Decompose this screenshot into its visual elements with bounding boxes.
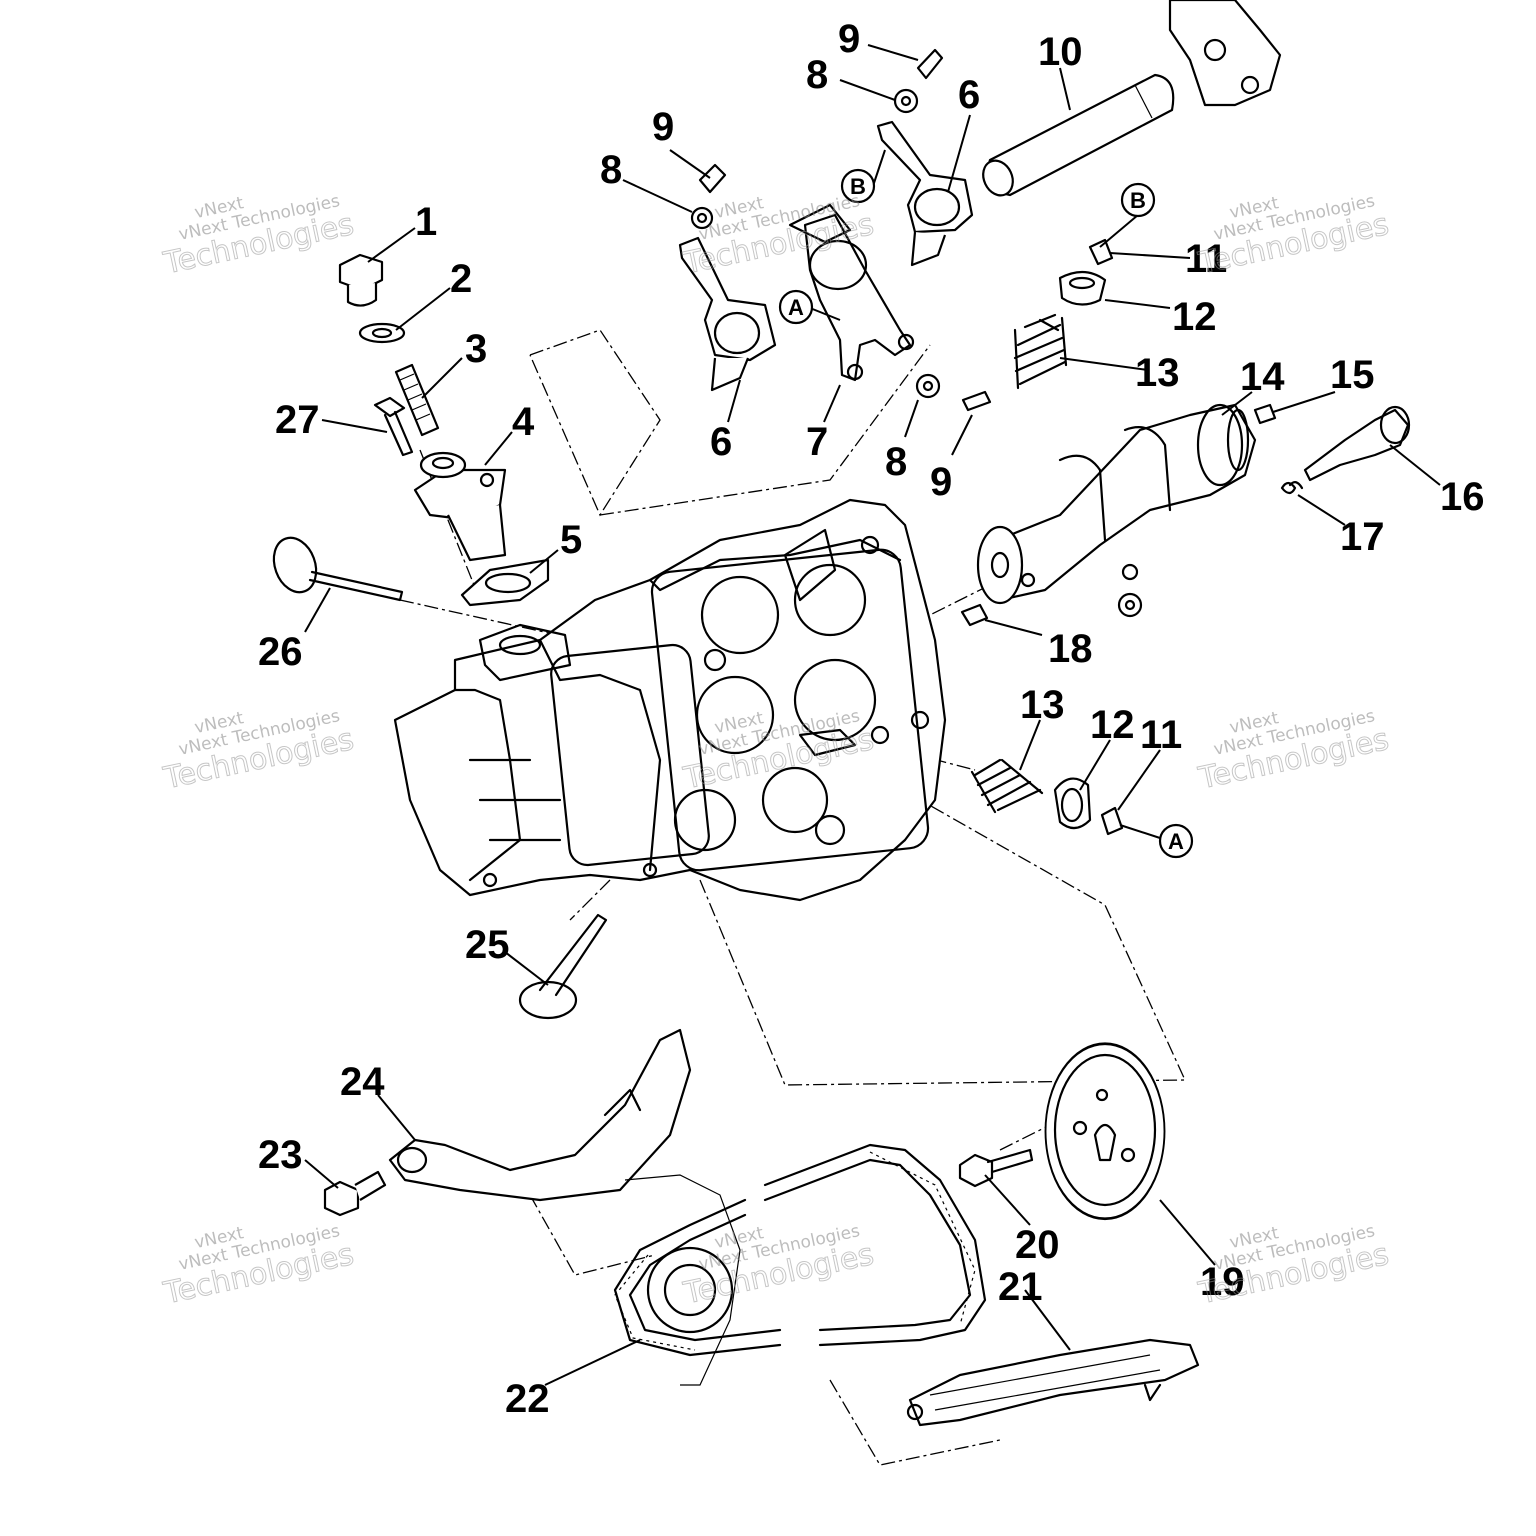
valves xyxy=(272,536,608,1020)
label-1: 1 xyxy=(415,200,437,244)
label-9c: 9 xyxy=(930,460,952,504)
locknut-low xyxy=(915,373,941,399)
valve-collet-lower xyxy=(1100,806,1124,836)
callout-b-right xyxy=(1120,182,1156,218)
label-4: 4 xyxy=(512,400,535,444)
intake-valve-head xyxy=(272,536,318,594)
timing-chain-outer xyxy=(613,1198,782,1357)
cylinder-head xyxy=(393,498,947,902)
label-25: 25 xyxy=(465,923,510,967)
label-8b: 8 xyxy=(600,148,622,192)
label-12a: 12 xyxy=(1172,295,1217,339)
stud xyxy=(394,363,440,437)
bolt xyxy=(373,396,406,418)
cam-pin xyxy=(1253,403,1277,425)
decompressor-shaft xyxy=(1303,408,1410,482)
label-17: 17 xyxy=(1340,515,1385,559)
callout-markers: A B B A xyxy=(778,168,1194,859)
label-12b: 12 xyxy=(1090,703,1135,747)
adjust-screw-low xyxy=(961,390,992,412)
label-20: 20 xyxy=(1015,1223,1060,1267)
label-8a: 8 xyxy=(806,53,828,97)
label-14: 14 xyxy=(1240,355,1285,399)
label-21: 21 xyxy=(998,1265,1043,1309)
tensioner-gasket xyxy=(460,558,550,607)
adjust-screw-mid xyxy=(698,163,727,194)
sealing-washer xyxy=(358,322,406,344)
valve-spring-lower xyxy=(973,758,1042,812)
callout-a-lower xyxy=(1158,823,1194,859)
label-23: 23 xyxy=(258,1133,303,1177)
label-6a: 6 xyxy=(958,73,980,117)
label-13a: 13 xyxy=(1135,351,1180,395)
label-5: 5 xyxy=(560,518,582,562)
locknut-top xyxy=(893,88,919,114)
label-8c: 8 xyxy=(885,440,907,484)
label-24: 24 xyxy=(340,1060,385,1104)
callout-b-right-label: B xyxy=(1130,188,1146,213)
valve-spring-upper xyxy=(1013,313,1067,386)
callout-a-upper xyxy=(778,289,814,325)
callout-a-lower-label: A xyxy=(1168,829,1184,854)
label-15: 15 xyxy=(1330,353,1375,397)
sprocket-bolt xyxy=(958,1153,994,1188)
rocker-arm-group xyxy=(678,0,1282,836)
label-16: 16 xyxy=(1440,475,1485,519)
part-number-labels: 1 2 3 4 5 6 6 7 8 8 8 9 9 9 10 11 11 12 … xyxy=(258,17,1485,1421)
rocker-arm-upper xyxy=(876,120,974,234)
chain-guide-upper xyxy=(388,1028,692,1202)
callout-b-left-label: B xyxy=(850,174,866,199)
label-19: 19 xyxy=(1200,1260,1245,1304)
crank-sprocket xyxy=(646,1246,734,1334)
cam-sprocket xyxy=(1044,1042,1166,1221)
camshaft xyxy=(983,403,1257,602)
label-18: 18 xyxy=(1048,627,1093,671)
label-13b: 13 xyxy=(1020,683,1065,727)
label-22: 22 xyxy=(505,1377,550,1421)
plug-bolt xyxy=(338,253,384,292)
label-10: 10 xyxy=(1038,30,1083,74)
camshaft-group xyxy=(960,403,1411,627)
label-3: 3 xyxy=(465,327,487,371)
label-11b: 11 xyxy=(1140,713,1182,757)
callout-b-left xyxy=(840,168,876,204)
rocker-shaft xyxy=(986,73,1175,197)
label-6b: 6 xyxy=(710,420,732,464)
chain-guide-lower xyxy=(908,1338,1200,1427)
guide-bolt xyxy=(323,1180,360,1217)
decompressor-spring xyxy=(1280,481,1304,495)
dowel-pin xyxy=(960,603,989,627)
timing-drive-group xyxy=(323,1028,1200,1427)
exhaust-valve-head xyxy=(518,980,578,1020)
label-7: 7 xyxy=(806,420,828,464)
locknut-mid xyxy=(690,206,714,230)
adjust-screw-top xyxy=(916,48,944,80)
tensioner-group xyxy=(338,253,550,607)
leader-lines xyxy=(304,44,1441,1386)
callout-a-upper-label: A xyxy=(788,295,804,320)
label-26: 26 xyxy=(258,630,303,674)
label-27: 27 xyxy=(275,398,320,442)
rocker-arm-left xyxy=(678,236,777,362)
label-9a: 9 xyxy=(838,17,860,61)
valve-collet-upper xyxy=(1088,238,1114,266)
label-11a: 11 xyxy=(1185,237,1227,281)
label-2: 2 xyxy=(450,257,472,301)
label-9b: 9 xyxy=(652,105,674,149)
rocker-arm-center xyxy=(803,213,912,382)
